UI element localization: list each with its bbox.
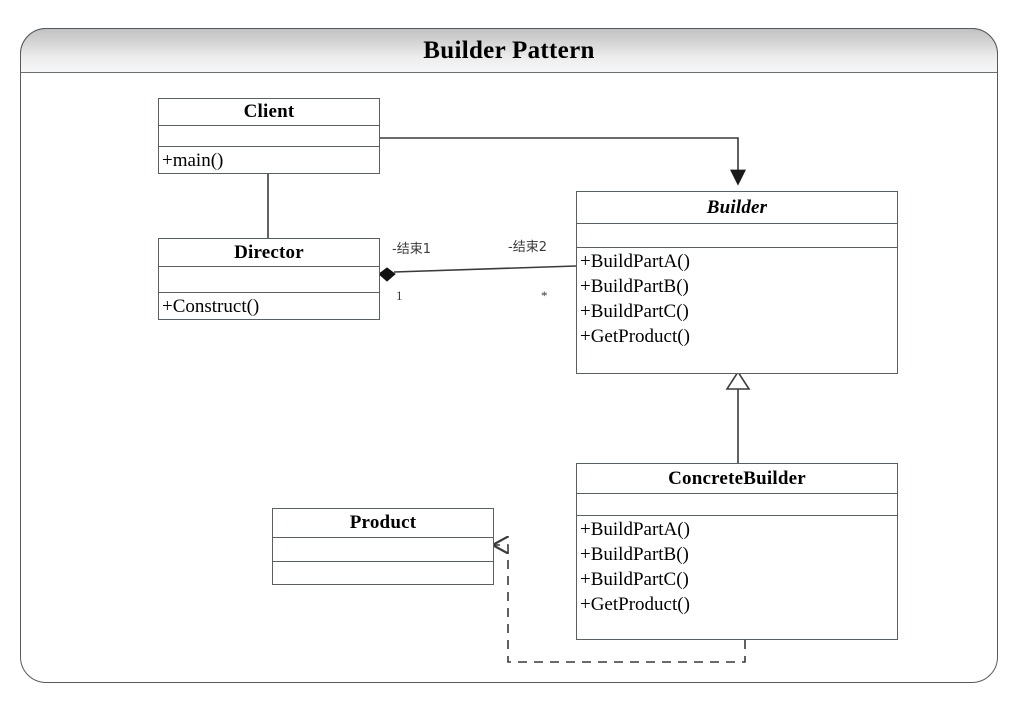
class-box-product[interactable]: Product bbox=[272, 508, 494, 585]
diagram-title: Builder Pattern bbox=[423, 37, 595, 64]
class-attributes-product bbox=[273, 538, 493, 562]
operation-item: +BuildPartA() bbox=[580, 251, 690, 272]
operation-item: +GetProduct() bbox=[580, 326, 690, 347]
class-name-concretebuilder: ConcreteBuilder bbox=[577, 464, 897, 494]
edge-label-source-role: -结束1 bbox=[392, 242, 431, 257]
operation-item: +GetProduct() bbox=[580, 594, 690, 615]
class-box-client[interactable]: Client +main() bbox=[158, 98, 380, 174]
edge-multiplicity-source: 1 bbox=[396, 288, 403, 303]
class-operations-builder: +BuildPartA() +BuildPartB() +BuildPartC(… bbox=[577, 248, 897, 373]
edge-client-to-builder bbox=[379, 137, 746, 186]
operation-item: +BuildPartC() bbox=[580, 301, 689, 322]
diagram-frame-header: Builder Pattern bbox=[20, 28, 998, 73]
class-operations-concretebuilder: +BuildPartA() +BuildPartB() +BuildPartC(… bbox=[577, 516, 897, 639]
class-box-concretebuilder[interactable]: ConcreteBuilder +BuildPartA() +BuildPart… bbox=[576, 463, 898, 640]
class-box-builder[interactable]: Builder +BuildPartA() +BuildPartB() +Bui… bbox=[576, 191, 898, 374]
class-attributes-concretebuilder bbox=[577, 494, 897, 516]
class-box-director[interactable]: Director +Construct() bbox=[158, 238, 380, 320]
class-attributes-client bbox=[159, 126, 379, 147]
class-attributes-builder bbox=[577, 224, 897, 248]
class-operations-client: +main() bbox=[159, 147, 379, 173]
class-operations-director: +Construct() bbox=[159, 293, 379, 319]
operation-item: +BuildPartB() bbox=[580, 276, 689, 297]
class-name-builder: Builder bbox=[577, 192, 897, 224]
operation-item: +BuildPartA() bbox=[580, 519, 690, 540]
class-name-director: Director bbox=[159, 239, 379, 267]
edge-concretebuilder-to-builder-generalization bbox=[725, 370, 751, 463]
edge-concretebuilder-to-product-dependency bbox=[494, 545, 746, 663]
operation-item: +main() bbox=[162, 150, 224, 171]
class-operations-product bbox=[273, 562, 493, 584]
operation-item: +BuildPartC() bbox=[580, 569, 689, 590]
class-attributes-director bbox=[159, 267, 379, 293]
edge-director-to-builder-composition bbox=[378, 265, 577, 282]
operation-item: +Construct() bbox=[162, 296, 260, 317]
edge-label-target-role: -结束2 bbox=[508, 240, 547, 255]
class-name-client: Client bbox=[159, 99, 379, 126]
operation-item: +BuildPartB() bbox=[580, 544, 689, 565]
class-name-product: Product bbox=[273, 509, 493, 538]
edge-multiplicity-target: * bbox=[541, 288, 548, 303]
